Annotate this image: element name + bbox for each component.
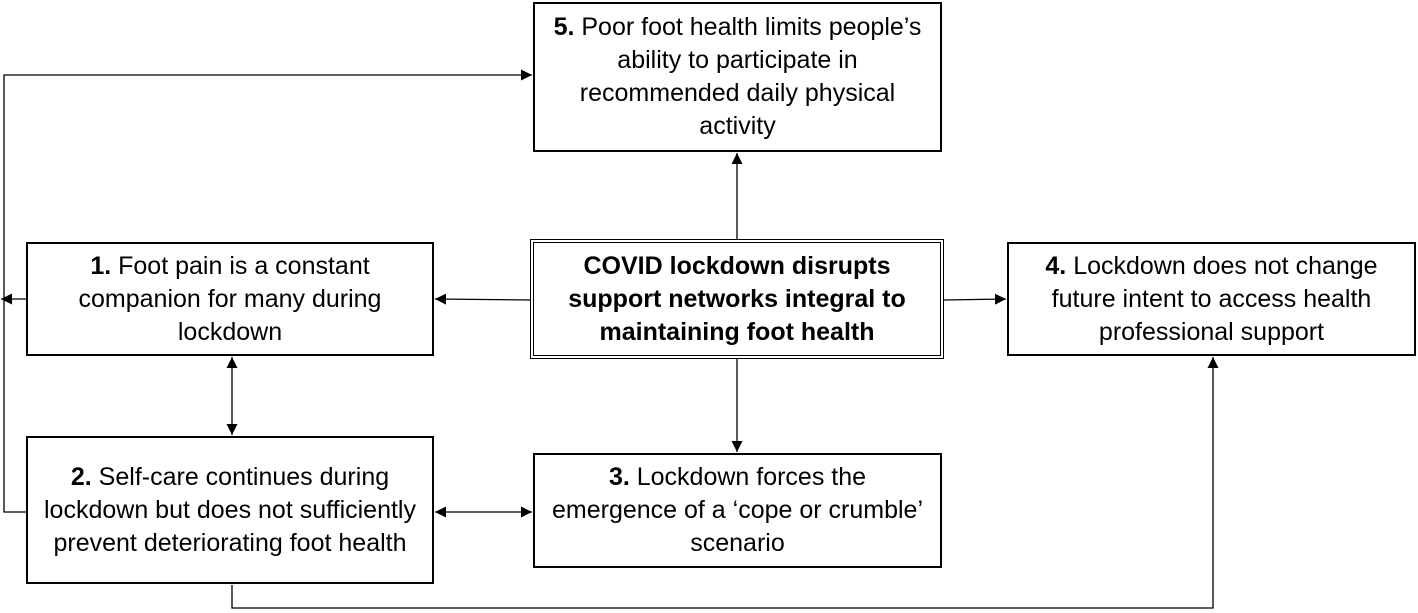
theme-5-text: 5. Poor foot health limits people’s abil… — [547, 11, 928, 143]
theme-1-label: Foot pain is a constant companion for ma… — [78, 251, 382, 346]
theme-4-label: Lockdown does not change future intent t… — [1051, 251, 1378, 346]
arrow-center-to-theme-4 — [943, 293, 1007, 305]
theme-4-number: 4. — [1045, 251, 1067, 280]
central-theme-text: COVID lockdown disrupts support networks… — [568, 251, 906, 346]
theme-2-box: 2. Self-care continues during lockdown b… — [26, 436, 434, 584]
arrow-theme-2-to-theme-4 — [231, 357, 1219, 609]
theme-1-box: 1. Foot pain is a constant companion for… — [26, 242, 434, 356]
theme-5-box: 5. Poor foot health limits people’s abil… — [533, 2, 942, 152]
arrow-center-to-theme-1 — [434, 293, 531, 305]
theme-4-text: 4. Lockdown does not change future inten… — [1021, 250, 1402, 349]
theme-4-box: 4. Lockdown does not change future inten… — [1007, 242, 1416, 356]
theme-3-box: 3. Lockdown forces the emergence of a ‘c… — [533, 453, 942, 568]
theme-2-label: Self-care continues during lockdown but … — [44, 462, 416, 557]
theme-2-text: 2. Self-care continues during lockdown b… — [40, 461, 420, 560]
theme-3-text: 3. Lockdown forces the emergence of a ‘c… — [547, 461, 928, 560]
theme-3-label: Lockdown forces the emergence of a ‘cope… — [551, 463, 924, 557]
central-theme-box: COVID lockdown disrupts support networks… — [530, 239, 944, 359]
theme-5-label: Poor foot health limits people’s ability… — [574, 13, 922, 140]
theme-2-number: 2. — [70, 462, 92, 491]
theme-1-number: 1. — [90, 251, 112, 280]
theme-3-number: 3. — [608, 463, 630, 491]
theme-5-number: 5. — [553, 13, 575, 41]
theme-1-text: 1. Foot pain is a constant companion for… — [40, 250, 420, 349]
